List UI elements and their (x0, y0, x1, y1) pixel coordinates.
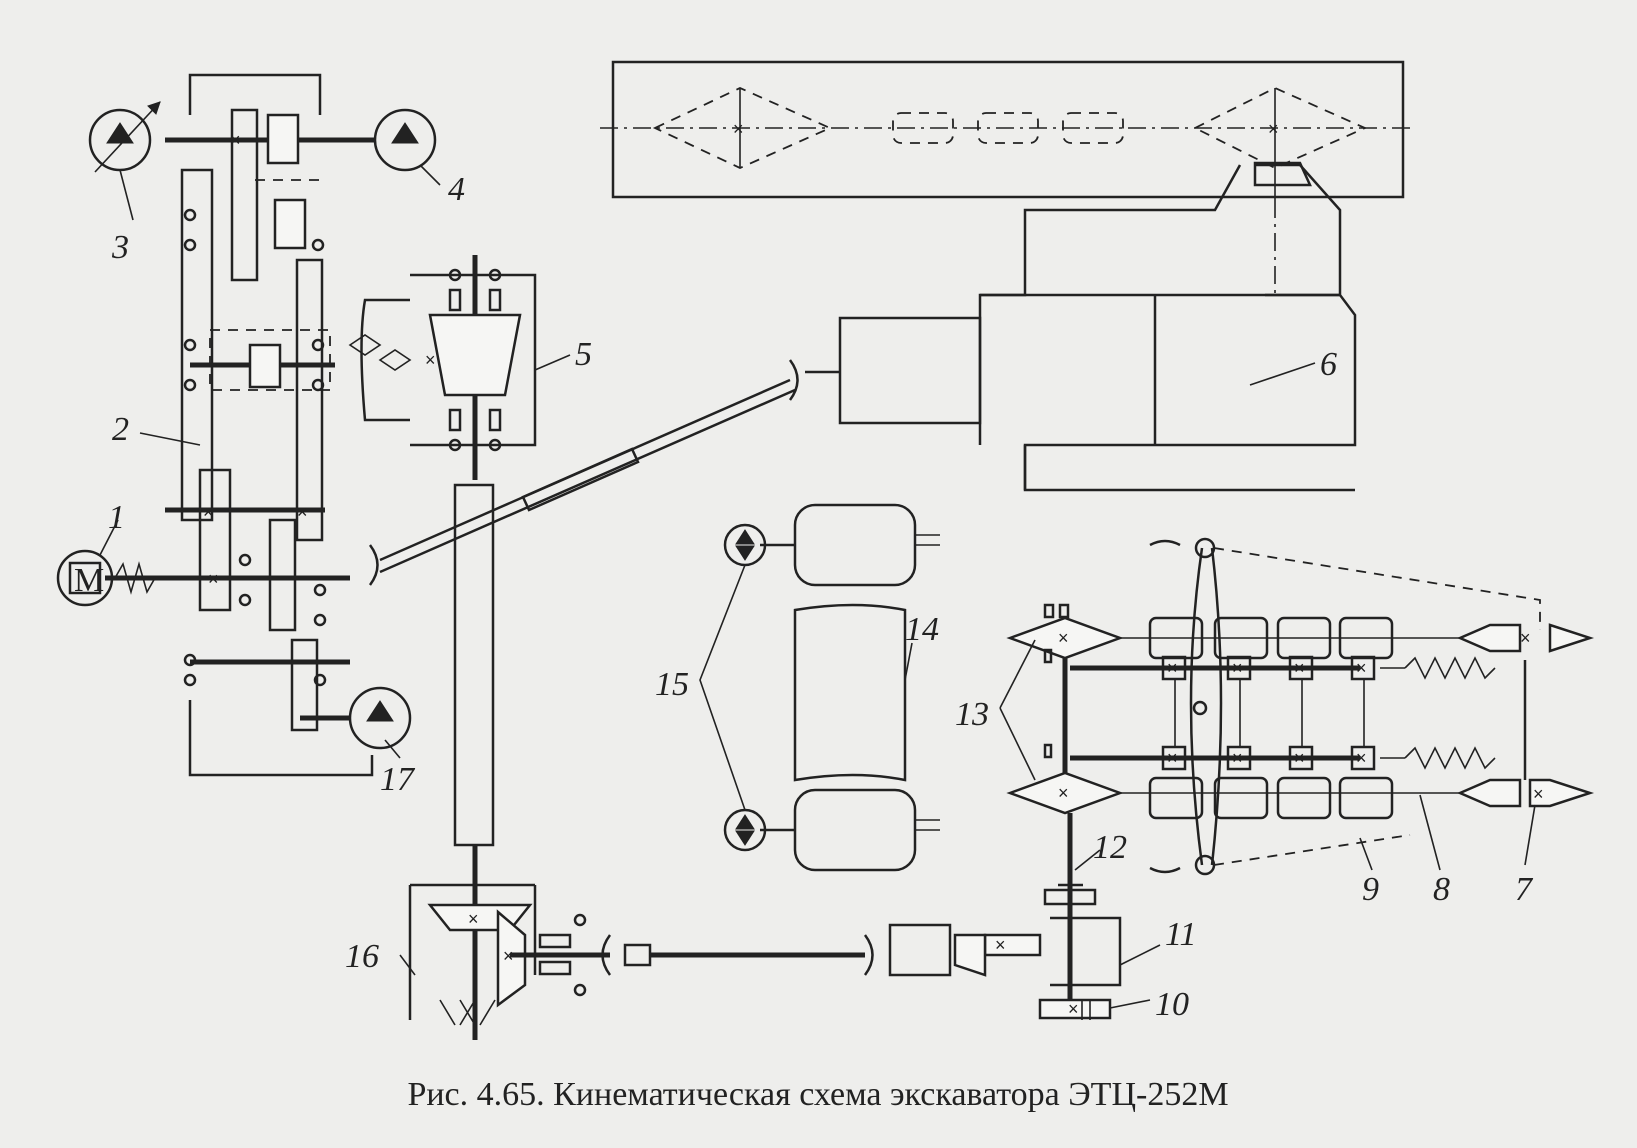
callout-8: 8 (1433, 871, 1450, 908)
leader-lines (99, 164, 1536, 1009)
svg-text:×: × (468, 909, 479, 929)
drum-assembly (699, 503, 940, 872)
callout-5: 5 (575, 336, 592, 373)
svg-text:×: × (1058, 628, 1069, 648)
callout-4: 4 (448, 171, 465, 208)
pump-4-icon (373, 108, 437, 172)
drive-16: × × (408, 883, 874, 1026)
callout-16: 16 (345, 938, 379, 975)
svg-text:×: × (1167, 658, 1178, 678)
svg-text:×: × (1232, 748, 1243, 768)
gearbox-left: × × × × (105, 73, 375, 777)
callout-13: 13 (955, 696, 989, 733)
sprocket-marks: × × × × × × × × (1161, 655, 1376, 771)
top-frame: × × (600, 60, 1415, 200)
svg-text:×: × (1294, 658, 1305, 678)
callouts: 1 2 3 4 5 6 7 8 9 10 11 12 13 14 15 16 1… (108, 171, 1534, 1023)
cardan-shaft (368, 359, 840, 586)
svg-text:×: × (1356, 658, 1367, 678)
callout-9: 9 (1362, 871, 1379, 908)
svg-text:×: × (1068, 999, 1079, 1019)
svg-text:×: × (1058, 783, 1069, 803)
gearbox-5: × (348, 255, 537, 480)
svg-text:×: × (1232, 658, 1243, 678)
svg-text:×: × (1294, 748, 1305, 768)
callout-2: 2 (112, 411, 129, 448)
svg-text:×: × (1520, 628, 1531, 648)
machine-body (838, 163, 1357, 492)
svg-text:×: × (1533, 784, 1544, 804)
callout-15: 15 (655, 666, 689, 703)
gearbox-11: × × (888, 845, 1122, 1020)
figure-caption: Рис. 4.65. Кинематическая схема экскават… (407, 1076, 1228, 1113)
bearing-marks (183, 208, 327, 687)
svg-text:×: × (1356, 748, 1367, 768)
callout-11: 11 (1165, 916, 1196, 953)
callout-17: 17 (380, 761, 416, 798)
svg-text:×: × (1268, 119, 1279, 139)
svg-text:×: × (208, 569, 219, 589)
callout-14: 14 (905, 611, 939, 648)
pump-17-icon (348, 686, 412, 750)
vertical-column (453, 483, 495, 1040)
svg-text:×: × (1167, 748, 1178, 768)
cutter-chain: × × × × × × × × × × (1006, 537, 1595, 895)
callout-7: 7 (1515, 871, 1534, 908)
motor-symbol: M (74, 562, 104, 599)
callout-3: 3 (111, 229, 129, 266)
svg-text:×: × (995, 935, 1006, 955)
callout-6: 6 (1320, 346, 1337, 383)
callout-10: 10 (1155, 986, 1189, 1023)
callout-1: 1 (108, 499, 125, 536)
svg-text:×: × (230, 130, 241, 150)
motor: M (56, 549, 156, 607)
svg-text:×: × (297, 502, 308, 522)
pump-3-icon (88, 101, 161, 173)
svg-text:×: × (733, 119, 744, 139)
svg-text:×: × (503, 946, 514, 966)
svg-text:×: × (203, 502, 214, 522)
svg-text:×: × (425, 350, 436, 370)
callout-12: 12 (1093, 829, 1127, 866)
